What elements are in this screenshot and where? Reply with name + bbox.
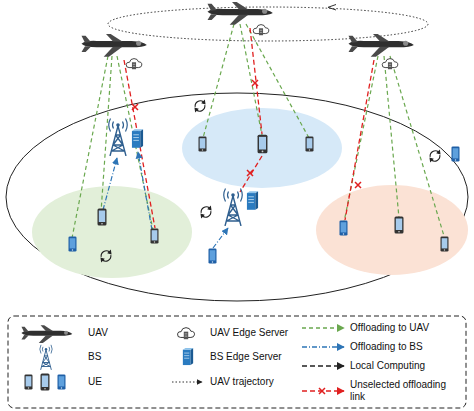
legend-label: Offloading to BS: [350, 341, 460, 353]
uav-offload-link: [240, 24, 262, 135]
uav-edge-server: [382, 59, 398, 70]
bs-offload-link: [138, 152, 152, 230]
unselected-link: [240, 156, 262, 192]
uav-edge-server: [126, 25, 398, 70]
user-equipment: [69, 236, 77, 251]
uav-icon: [82, 34, 147, 57]
legend-sample: [302, 346, 344, 347]
legend-sample: [41, 374, 50, 391]
coverage-area: [6, 93, 468, 301]
bs-edge-server: [132, 129, 258, 210]
legend-label: UE: [88, 376, 158, 388]
unselected-link: [250, 28, 262, 134]
uav-offload-link: [246, 24, 309, 138]
legend-label: UAV trajectory: [210, 376, 300, 388]
bs-offload-link: [103, 152, 228, 248]
user-equipment: [209, 248, 217, 263]
user-equipment: [306, 136, 314, 151]
base-station: [109, 119, 128, 157]
local-computing-icon: [100, 250, 111, 263]
uav-icon: [82, 2, 414, 57]
legend-sample: [21, 325, 72, 343]
legend-sample: [25, 374, 33, 389]
legend-sample: [21, 325, 344, 394]
uav-edge-server: [253, 25, 269, 36]
legend-sample: [319, 388, 325, 394]
uav-icon: [208, 2, 273, 25]
user-equipment: [151, 228, 159, 243]
local-computing-icon: [100, 100, 440, 263]
unselected-mark: [247, 170, 253, 176]
legend-sample: [40, 345, 52, 370]
uav-icon: [349, 34, 414, 57]
local-computing-icon: [429, 150, 440, 163]
legend-sample: [183, 348, 193, 365]
unselected-mark: [252, 80, 258, 86]
uav-trajectory: [328, 5, 336, 11]
unselected-mark: [132, 80, 361, 188]
uav-offload-link: [390, 56, 444, 236]
local-computing-icon: [194, 100, 205, 113]
uav-offload-link: [72, 24, 444, 238]
legend-label: BS: [88, 351, 158, 363]
unselected-mark: [132, 104, 138, 110]
unselected-link: [124, 60, 155, 228]
user-equipment: [98, 209, 107, 226]
local-computing-icon: [200, 206, 211, 219]
legend-sample: [172, 382, 202, 383]
unselected-link: [124, 28, 374, 228]
legend-sample: [58, 374, 66, 389]
legend-label: Offloading to UAV: [350, 322, 460, 334]
user-equipment: [258, 135, 268, 154]
user-equipment: [441, 236, 449, 251]
legend-label: UAV: [88, 327, 158, 339]
base-station: [109, 119, 243, 227]
user-equipment: [452, 146, 460, 161]
user-equipment: [395, 217, 404, 234]
legend-label: BS Edge Server: [210, 351, 300, 363]
uav-offload-link: [384, 56, 399, 218]
uav-edge-server: [126, 59, 142, 70]
unselected-link: [345, 60, 374, 220]
legend-sample: [302, 327, 344, 328]
user-equipment: [340, 220, 348, 235]
coverage-area: [316, 185, 468, 275]
legend-frame: [8, 316, 466, 408]
unselected-mark: [355, 182, 361, 188]
bs-offload-link: [213, 228, 228, 248]
bs-offload-link: [103, 158, 117, 210]
legend-label: UAV Edge Server: [210, 327, 300, 339]
coverage-area: [6, 93, 468, 301]
legend-label: Local Computing: [350, 360, 460, 372]
bs-edge-server: [132, 129, 143, 148]
uav-offload-link: [203, 24, 234, 138]
uav-offload-link: [101, 56, 112, 212]
uav-offload-link: [344, 56, 378, 222]
legend-frame: [8, 316, 466, 408]
bs-edge-server: [247, 191, 258, 210]
legend-sample: [302, 365, 344, 366]
coverage-area: [32, 186, 192, 278]
base-station: [224, 189, 243, 227]
legend-label: Unselected offloading link: [350, 379, 458, 403]
coverage-area: [182, 108, 342, 188]
legend-sample: [178, 328, 195, 340]
user-equipment: [69, 135, 460, 264]
user-equipment: [199, 136, 207, 151]
uav-offload-link: [72, 56, 108, 238]
